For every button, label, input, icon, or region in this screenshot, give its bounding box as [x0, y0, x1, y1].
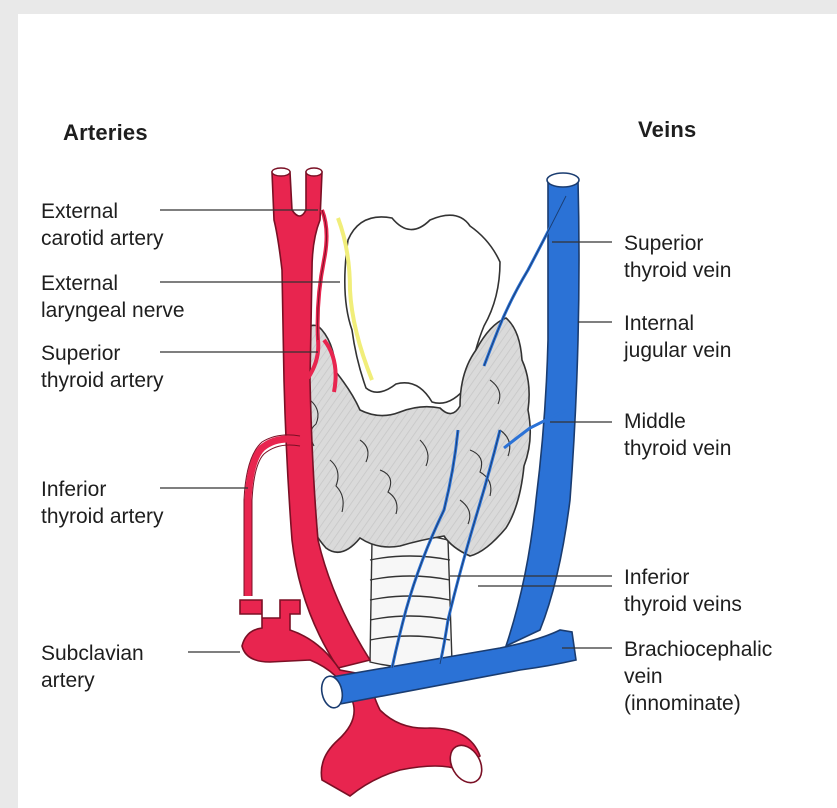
label-line: carotid artery [41, 225, 164, 252]
label-line: jugular vein [624, 337, 731, 364]
label-superior-thyroid-artery: Superior thyroid artery [41, 340, 164, 394]
label-line: Brachiocephalic [624, 636, 772, 663]
label-line: External [41, 270, 185, 297]
label-middle-thyroid-vein: Middle thyroid vein [624, 408, 731, 462]
label-line: (innominate) [624, 690, 772, 717]
label-line: thyroid vein [624, 257, 731, 284]
label-line: Superior [624, 230, 731, 257]
label-inferior-thyroid-veins: Inferior thyroid veins [624, 564, 742, 618]
label-internal-jugular-vein: Internal jugular vein [624, 310, 731, 364]
label-line: Middle [624, 408, 731, 435]
label-line: Inferior [41, 476, 164, 503]
label-line: thyroid artery [41, 503, 164, 530]
label-line: thyroid veins [624, 591, 742, 618]
label-line: Internal [624, 310, 731, 337]
label-subclavian-artery: Subclavian artery [41, 640, 144, 694]
jugular-vein-opening [547, 173, 579, 187]
label-line: External [41, 198, 164, 225]
label-line: Subclavian [41, 640, 144, 667]
veins-header: Veins [638, 117, 696, 143]
label-line: laryngeal nerve [41, 297, 185, 324]
arteries-header: Arteries [63, 120, 148, 146]
label-brachiocephalic-vein: Brachiocephalic vein (innominate) [624, 636, 772, 717]
label-line: Superior [41, 340, 164, 367]
label-line: Inferior [624, 564, 742, 591]
label-superior-thyroid-vein: Superior thyroid vein [624, 230, 731, 284]
label-external-laryngeal-nerve: External laryngeal nerve [41, 270, 185, 324]
label-inferior-thyroid-artery: Inferior thyroid artery [41, 476, 164, 530]
trachea [370, 535, 452, 667]
label-line: thyroid vein [624, 435, 731, 462]
label-line: thyroid artery [41, 367, 164, 394]
artery-opening-left [272, 168, 290, 176]
label-line: artery [41, 667, 144, 694]
artery-opening-right [306, 168, 322, 176]
label-line: vein [624, 663, 772, 690]
label-external-carotid-artery: External carotid artery [41, 198, 164, 252]
